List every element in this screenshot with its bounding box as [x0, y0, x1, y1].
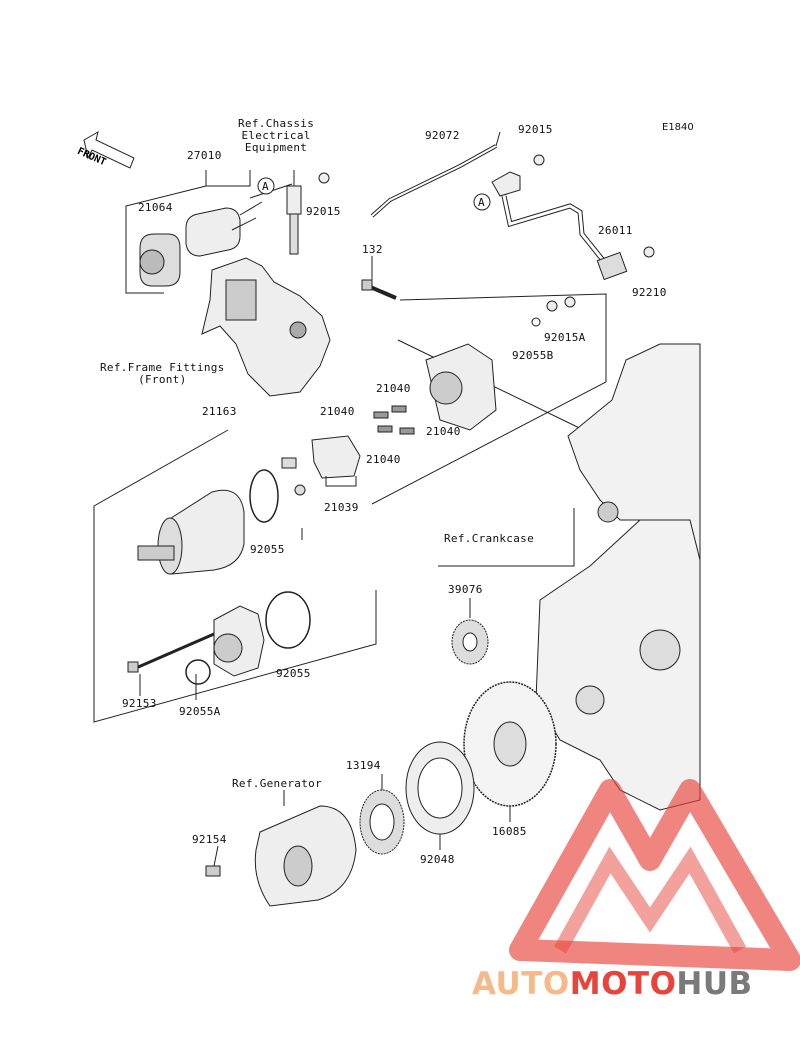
one-way-clutch-13194 [359, 774, 405, 855]
part-92055-a: 92055 [250, 543, 285, 556]
front-arrow-icon [83, 130, 135, 169]
part-92055A: 92055A [179, 705, 221, 718]
part-21064: 21064 [138, 201, 173, 214]
part-92015-chassis: 92015 [306, 205, 341, 218]
callout-a-label-2: A [478, 196, 485, 209]
starter-front-cover [127, 591, 311, 685]
starter-motor-body [137, 469, 279, 575]
watermark-text: AUTOMOTOHUB [472, 966, 753, 1002]
brush-holder-21039 [281, 435, 361, 496]
cable-92072 [370, 131, 501, 218]
bolt-132 [361, 279, 397, 300]
callout-a-marker-2 [473, 193, 491, 211]
watermark-hub: HUB [676, 966, 753, 1002]
part-21040-b: 21040 [320, 405, 355, 418]
part-26011: 26011 [598, 224, 633, 237]
clutch-housing-92048 [405, 741, 475, 850]
chassis-connector [286, 170, 330, 255]
part-13194: 13194 [346, 759, 381, 772]
part-21039: 21039 [324, 501, 359, 514]
part-16085: 16085 [492, 825, 527, 838]
ref-frame-fittings: Ref.Frame Fittings (Front) [100, 361, 225, 386]
callout-a-marker-1 [257, 177, 275, 195]
watermark-logo [509, 779, 800, 971]
part-92015A: 92015A [544, 331, 586, 344]
part-21040-a: 21040 [376, 382, 411, 395]
part-92048: 92048 [420, 853, 455, 866]
starter-motor-group-outline [93, 293, 607, 723]
part-92210: 92210 [632, 286, 667, 299]
part-39076: 39076 [448, 583, 483, 596]
part-92055B: 92055B [512, 349, 554, 362]
watermark-moto: MOTO [569, 966, 677, 1002]
ref-chassis-electrical: Ref.Chassis Electrical Equipment [238, 117, 315, 154]
part-132: 132 [362, 243, 383, 256]
part-27010: 27010 [187, 149, 222, 162]
diagram-code: E1840 [662, 122, 694, 133]
generator-rotor [205, 790, 357, 907]
frame-fittings-part [201, 257, 331, 397]
part-92153: 92153 [122, 697, 157, 710]
gear-16085 [463, 681, 557, 822]
ref-crankcase: Ref.Crankcase [444, 532, 534, 545]
ref-generator: Ref.Generator [232, 777, 322, 790]
part-21040-d: 21040 [366, 453, 401, 466]
part-92072: 92072 [425, 129, 460, 142]
watermark-auto: AUTO [472, 966, 570, 1002]
part-21040-c: 21040 [426, 425, 461, 438]
starter-end-cover [425, 343, 497, 431]
part-21163: 21163 [202, 405, 237, 418]
crankcase-part [438, 343, 701, 811]
idle-gear-39076 [451, 598, 489, 665]
part-92055-b: 92055 [276, 667, 311, 680]
cable-26011 [491, 154, 655, 281]
part-92154: 92154 [192, 833, 227, 846]
part-92015-top: 92015 [518, 123, 553, 136]
starter-relay-group [125, 170, 293, 294]
callout-a-label-1: A [262, 180, 269, 193]
